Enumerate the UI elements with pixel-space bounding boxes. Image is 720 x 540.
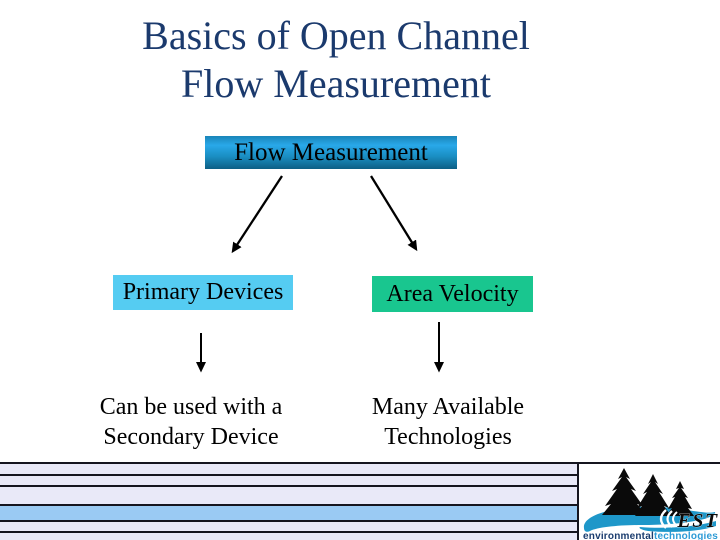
title-line-1: Basics of Open Channel [142, 13, 530, 58]
arrow-root-to-area [370, 175, 418, 252]
node-primary-devices: Primary Devices [113, 275, 293, 310]
logo-tagline: environmentaltechnologies [583, 531, 718, 540]
footer-rule [0, 485, 577, 487]
footer-stripe [0, 532, 577, 540]
footer-stripe [0, 464, 577, 474]
footer-rule [0, 504, 577, 506]
footer-stripe [0, 475, 577, 485]
footer-top-rule [0, 462, 720, 464]
node-flow-measurement: Flow Measurement [205, 136, 457, 169]
node-flow-measurement-label: Flow Measurement [234, 138, 428, 166]
note-primary-line-2: Secondary Device [103, 424, 279, 450]
logo-tree-right [666, 481, 694, 516]
note-area-line-2: Technologies [384, 424, 512, 450]
logo-tree-middle [635, 474, 671, 516]
footer-stripes [0, 464, 579, 540]
node-primary-devices-label: Primary Devices [122, 279, 284, 305]
logo-tagline-word-1: environmental [583, 531, 654, 540]
footer-rule [0, 531, 577, 533]
logo-chevron-icon [672, 511, 678, 527]
logo-tagline-word-2: technologies [653, 531, 719, 540]
footer-rule [0, 520, 577, 522]
node-area-velocity: Area Velocity [372, 276, 533, 312]
est-logo-graphic: EST [583, 468, 718, 532]
note-primary-devices: Can be used with a Secondary Device [59, 392, 323, 452]
footer-stripe [0, 486, 577, 504]
title-line-2: Flow Measurement [181, 61, 491, 106]
node-area-velocity-label: Area Velocity [386, 280, 519, 307]
arrow-root-to-primary [231, 175, 283, 254]
est-logo: EST environmentaltechnologies [580, 465, 718, 540]
logo-tree-left [602, 468, 646, 515]
note-primary-line-1: Can be used with a [99, 394, 283, 420]
footer-stripe [0, 521, 577, 531]
logo-chevron-icon [659, 509, 667, 529]
footer-rule [0, 474, 577, 476]
note-area-line-1: Many Available [371, 394, 525, 420]
logo-chevron-icon [666, 510, 673, 528]
logo-swoosh-tail [639, 521, 716, 532]
logo-acronym: EST [676, 510, 718, 532]
footer-stripe-highlight [0, 505, 577, 520]
